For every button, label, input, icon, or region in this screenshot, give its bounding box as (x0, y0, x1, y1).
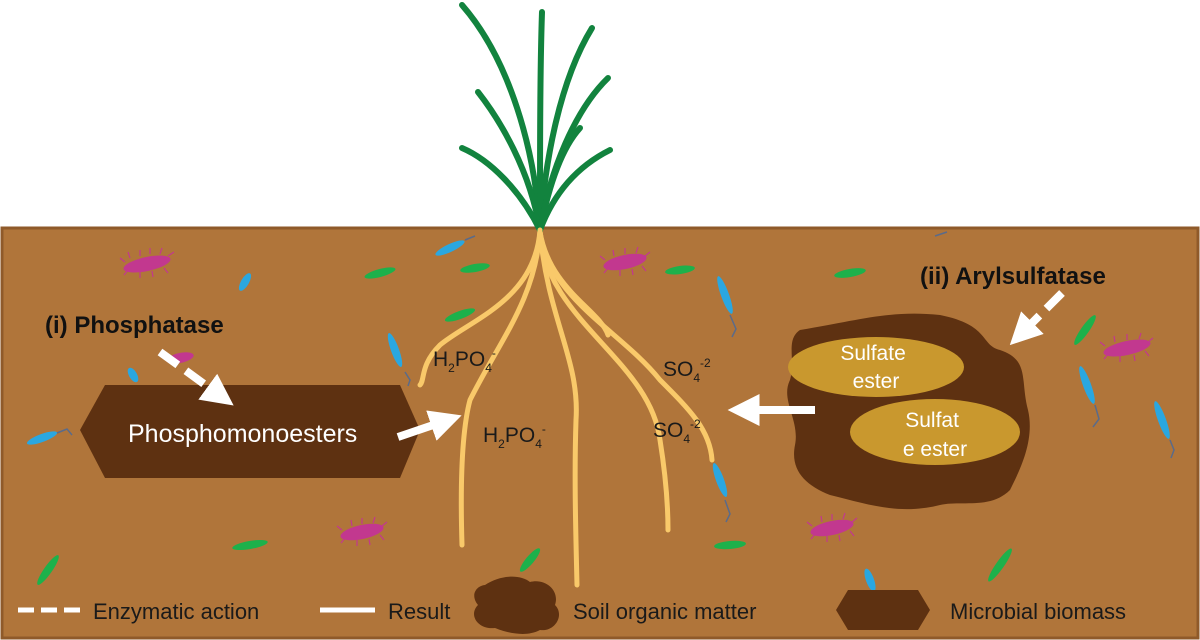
plant-leaves (459, 2, 613, 233)
legend-enzymatic-action-label: Enzymatic action (93, 599, 259, 624)
plant-roots (417, 227, 715, 588)
so4-label-lower: SO4-2 (653, 417, 701, 446)
blue-microbes (26, 231, 1175, 592)
legend-soil-organic-matter-swatch (474, 576, 560, 634)
green-microbes (37, 263, 1096, 585)
arylsulfatase-enzymatic-arrow (1009, 290, 1065, 346)
arylsulfatase-label: (ii) Arylsulfatase (920, 263, 1106, 290)
legend-microbial-biomass-swatch (836, 590, 930, 630)
sulfate-ester-1 (788, 337, 964, 397)
h2po4-label-lower: H2PO4- (483, 422, 546, 451)
microbial-biomass-hexagon (80, 385, 420, 478)
phosphatase-result-arrow (396, 410, 462, 441)
legend: Enzymatic action Result Soil organic mat… (18, 576, 1126, 634)
sulfate-ester-1-label: Sulfate ester (840, 342, 911, 393)
legend-microbial-biomass-label: Microbial biomass (950, 599, 1126, 624)
h2po4-label-upper: H2PO4- (433, 346, 496, 375)
phosphatase-enzymatic-arrow (157, 348, 234, 406)
phosphomonoesters-label: Phosphomonoesters (128, 420, 357, 448)
magenta-microbes (119, 246, 1154, 546)
arrows (157, 290, 1065, 441)
legend-result-label: Result (388, 599, 450, 624)
sulfate-ester-2-label: Sulfat e ester (903, 409, 967, 461)
sulfate-ester-2 (850, 399, 1020, 465)
phosphatase-label: (i) Phosphatase (45, 312, 224, 339)
so4-label-upper: SO4-2 (663, 356, 711, 385)
legend-soil-organic-matter-label: Soil organic matter (573, 599, 756, 624)
